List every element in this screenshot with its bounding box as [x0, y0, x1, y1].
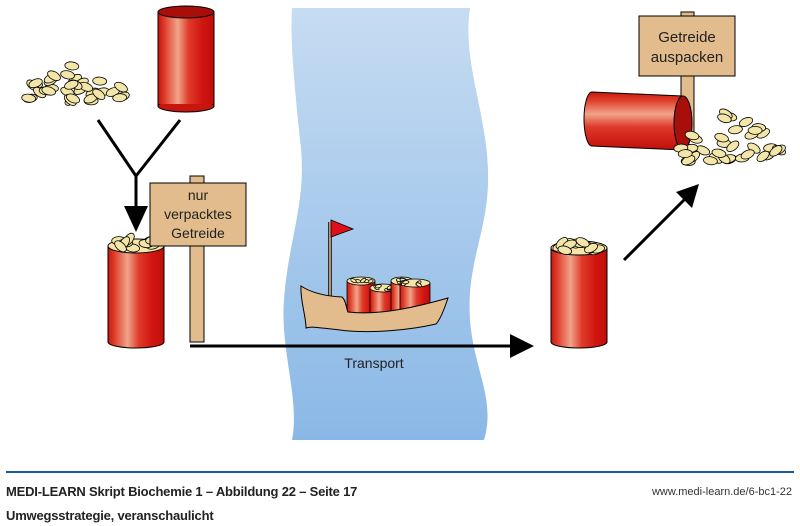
unpack-arrow	[622, 184, 699, 262]
grain	[575, 237, 590, 248]
grain	[28, 78, 43, 89]
grain	[114, 240, 127, 253]
grain	[557, 245, 573, 255]
transport-label: Transport	[344, 355, 404, 371]
river	[283, 8, 489, 440]
grain	[711, 148, 727, 158]
sign-packed-only: nur verpacktes Getreide	[149, 175, 247, 343]
filled-container-left	[107, 232, 165, 349]
sign-line-1: Getreide	[658, 29, 716, 46]
grain	[747, 125, 763, 135]
merge-arrow	[96, 119, 182, 232]
grain	[360, 277, 367, 284]
grain	[60, 70, 75, 80]
grain	[114, 81, 128, 93]
sign-line-2: verpacktes	[164, 206, 232, 222]
filled-container-right	[550, 237, 608, 349]
footer-divider	[6, 471, 794, 473]
grain	[415, 282, 422, 288]
grain	[92, 88, 106, 100]
grain	[740, 149, 755, 160]
grain	[47, 70, 61, 81]
grain	[92, 76, 108, 86]
grain	[677, 149, 693, 159]
grain	[726, 140, 740, 153]
grain	[769, 145, 783, 157]
spilled-grain-pile	[673, 108, 786, 166]
empty-container	[157, 5, 215, 113]
grain	[703, 156, 718, 166]
grain	[65, 93, 81, 104]
transport-arrow	[190, 334, 534, 358]
grain	[64, 79, 79, 90]
sign-line-3: Getreide	[171, 225, 225, 241]
tipped-container	[583, 91, 693, 151]
flag	[330, 219, 355, 238]
grain	[375, 284, 382, 289]
boat	[300, 219, 449, 333]
grain	[402, 280, 410, 285]
figure-url[interactable]: www.medi-learn.de/6-bc1-22	[651, 486, 792, 498]
umwegsstrategie-diagram: nur verpacktes Getreide Transport Getrei…	[21, 5, 786, 440]
sign-unpack: Getreide auspacken	[638, 11, 736, 133]
grain	[112, 93, 128, 103]
sign-line-2: auspacken	[651, 49, 724, 66]
grain	[717, 113, 732, 124]
loose-grain-pile	[21, 61, 130, 106]
grain	[41, 86, 56, 96]
grain	[350, 278, 357, 284]
grain	[728, 125, 743, 135]
figure-title: MEDI-LEARN Skript Biochemie 1 – Abbildun…	[6, 484, 358, 499]
grain	[64, 61, 80, 71]
figure-subtitle: Umwegsstrategie, veranschaulicht	[6, 508, 214, 523]
sign-line-1: nur	[188, 187, 209, 203]
grain	[714, 132, 729, 143]
grain	[684, 130, 700, 141]
grain	[738, 117, 754, 127]
grain	[21, 93, 37, 103]
